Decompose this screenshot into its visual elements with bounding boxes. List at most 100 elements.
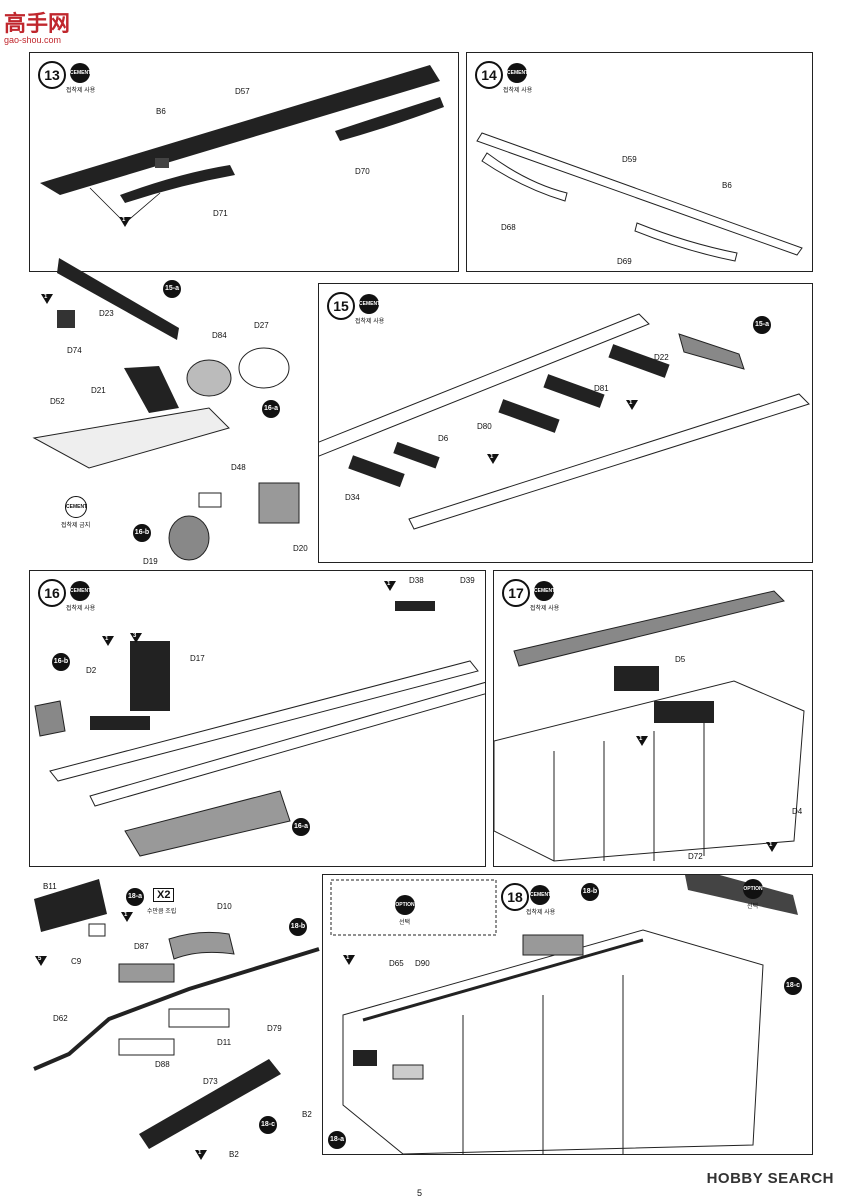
step-15-drawing — [319, 313, 810, 530]
part-label: B2 — [302, 1110, 312, 1119]
part-label: D74 — [67, 346, 82, 355]
page-number: 5 — [417, 1188, 423, 1198]
part-label: D23 — [99, 309, 114, 318]
part-label: C9 — [71, 957, 82, 966]
option-label: 선택 — [747, 904, 759, 910]
step-18b-badge: 18-b — [581, 883, 599, 901]
option-icon: OPTION — [395, 895, 415, 915]
triangle-mark-icon: 3 — [130, 633, 142, 643]
part-label: D72 — [688, 852, 703, 861]
step-16a-badge: 16-a — [292, 818, 310, 836]
step-18a-badge: 18-a — [328, 1131, 346, 1149]
step-18a-area: B11 18-a X2 수만큼 조립 C9 D10 18-b D87 D62 D… — [29, 874, 321, 1169]
part-label: B6 — [156, 107, 166, 116]
part-label: D21 — [91, 386, 106, 395]
part-label: B11 — [43, 882, 57, 891]
triangle-mark-icon: 1 — [626, 400, 638, 410]
cement-label: 접착제 사용 — [355, 319, 385, 325]
triangle-mark-icon: 1 — [41, 294, 53, 304]
step-14-panel: 14 CEMENT 접착제 사용 D59 B6 D68 D69 — [466, 52, 813, 272]
part-label: D65 — [389, 959, 404, 968]
triangle-mark-icon: 1 — [102, 636, 114, 646]
cement-icon: CEMENT — [359, 294, 380, 314]
triangle-mark-icon: 1 — [766, 842, 778, 852]
part-label: D73 — [203, 1077, 218, 1086]
part-label: D48 — [231, 463, 246, 472]
part-label: D62 — [53, 1014, 68, 1023]
part-label: D10 — [217, 902, 232, 911]
triangle-mark-icon: 1 — [636, 736, 648, 746]
part-label: D70 — [355, 167, 370, 176]
part-label: D90 — [415, 959, 430, 968]
step-16-number: 16 — [38, 579, 66, 607]
part-label: D80 — [477, 422, 492, 431]
step-14-number: 14 — [475, 61, 503, 89]
step-13-number: 13 — [38, 61, 66, 89]
part-label: D81 — [594, 384, 609, 393]
cement-icon: CEMENT — [530, 885, 551, 905]
part-label: D57 — [235, 87, 250, 96]
step-18-number: 18 — [501, 883, 529, 911]
step-15a-badge: 15-a — [163, 280, 181, 298]
part-label: D22 — [654, 353, 669, 362]
part-label: D79 — [267, 1024, 282, 1033]
cement-icon: CEMENT — [507, 63, 528, 83]
step-18a-badge: 18-a — [126, 888, 144, 906]
part-label: D38 — [409, 576, 424, 585]
step-16b-badge: 16-b — [52, 653, 70, 671]
step-15a-area: 1 15-a D74 D23 D84 D27 D21 D52 16-a CEME… — [29, 248, 319, 568]
option-label: 선택 — [399, 920, 411, 926]
part-label: D4 — [792, 807, 803, 816]
triangle-mark-icon: 1 — [343, 955, 355, 965]
part-label: D59 — [622, 155, 637, 164]
cement-label: 접착제 사용 — [526, 910, 556, 916]
x2-badge: X2 — [153, 888, 175, 902]
cement-icon: CEMENT — [534, 581, 555, 601]
step-14-drawing — [476, 132, 803, 262]
step-15-panel: 15 CEMENT 접착제 사용 15-a D22 D81 D80 D6 D34… — [318, 283, 813, 563]
part-label: D39 — [460, 576, 475, 585]
part-label: D20 — [293, 544, 308, 553]
step-18-drawing — [330, 875, 798, 1154]
watermark-title: 高手网 — [4, 11, 71, 36]
step-17-panel: 17 CEMENT 접착제 사용 D5 D4 1 — [493, 570, 813, 867]
step-16b-badge: 16-b — [133, 524, 151, 542]
part-label: D34 — [345, 493, 360, 502]
triangle-mark-icon: 1 — [121, 912, 133, 922]
option-icon: OPTION — [743, 879, 763, 899]
part-label: D6 — [438, 434, 449, 443]
part-label: D52 — [50, 397, 65, 406]
cement-label: 접착제 사용 — [66, 606, 96, 612]
part-label: D5 — [675, 655, 686, 664]
part-label: D87 — [134, 942, 149, 951]
cement-icon: CEMENT — [70, 63, 91, 83]
step-18a-drawing — [33, 879, 320, 1149]
step-15a-badge: 15-a — [753, 316, 771, 334]
triangle-mark-icon: 1 — [195, 1150, 207, 1160]
no-cement-label: 접착제 금지 — [61, 523, 91, 529]
no-cement-icon: CEMENT — [65, 496, 87, 518]
part-label: B2 — [229, 1150, 239, 1159]
part-label: D2 — [86, 666, 97, 675]
cement-label: 접착제 사용 — [530, 606, 560, 612]
step-15a-drawing — [32, 258, 300, 561]
part-label: D68 — [501, 223, 516, 232]
step-18c-badge: 18-c — [259, 1116, 277, 1134]
step-18b-badge: 18-b — [289, 918, 307, 936]
cement-icon: CEMENT — [70, 581, 91, 601]
part-label: D84 — [212, 331, 227, 340]
cement-label: 접착제 사용 — [503, 88, 533, 94]
step-13-panel: 13 CEMENT 접착제 사용 D57 B6 D70 D71 1 — [29, 52, 459, 272]
part-label: D69 — [617, 257, 632, 266]
triangle-mark-icon: 1 — [384, 581, 396, 591]
step-16-drawing — [34, 601, 485, 857]
x2-note: 수만큼 조립 — [147, 909, 177, 915]
step-17-drawing — [494, 590, 805, 862]
hobbysearch-logo: HOBBY SEARCH — [706, 1170, 834, 1187]
step-17-number: 17 — [502, 579, 530, 607]
step-18c-badge: 18-c — [784, 977, 802, 995]
part-label: D17 — [190, 654, 205, 663]
part-label: D27 — [254, 321, 269, 330]
triangle-mark-icon: 1 — [119, 217, 131, 227]
triangle-mark-icon: 5 — [35, 956, 47, 966]
